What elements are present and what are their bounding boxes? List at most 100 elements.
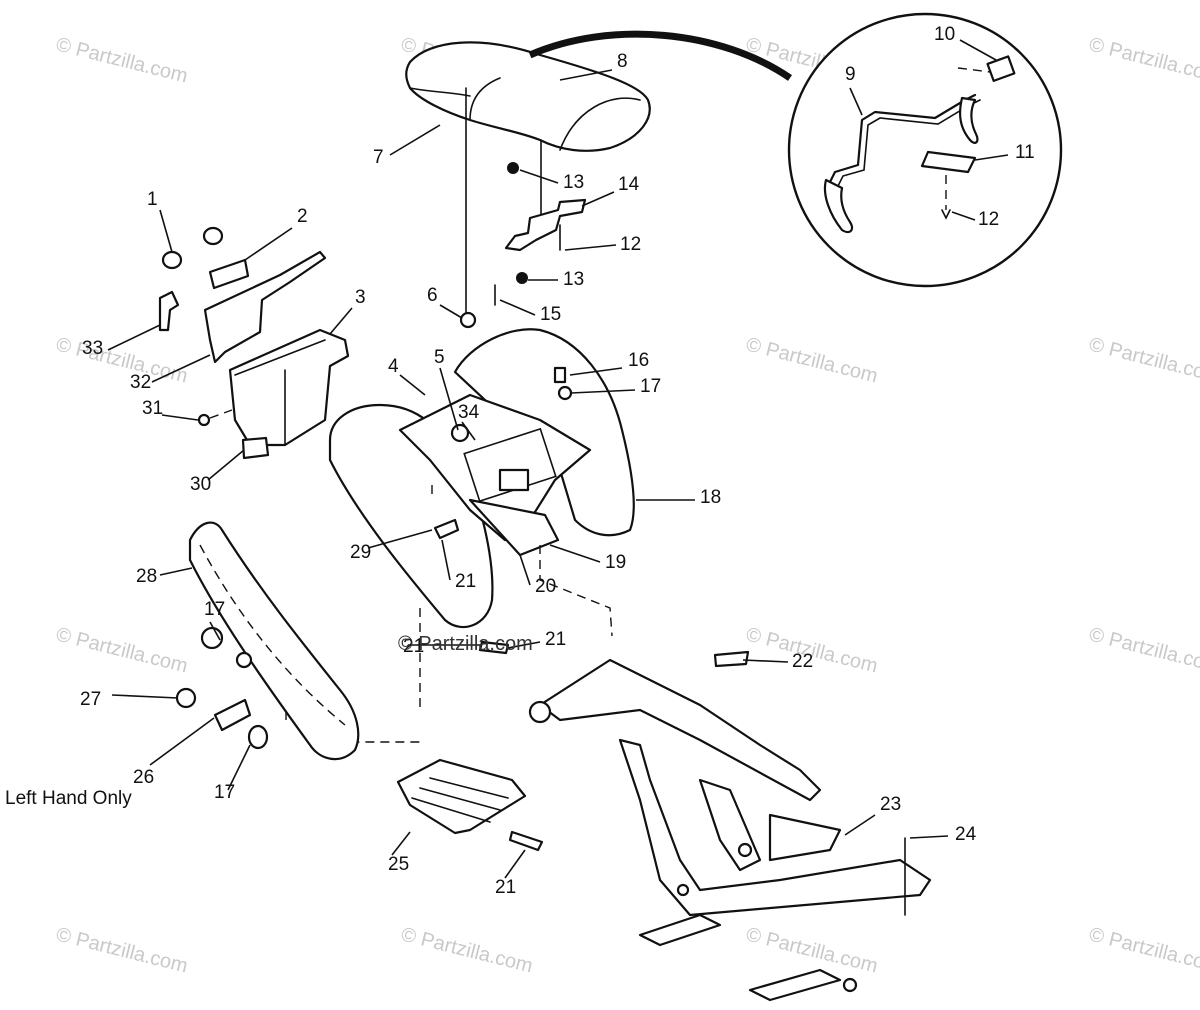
callout-number-12: 12 [620, 234, 641, 255]
callout-leader-line [499, 299, 536, 316]
callout-number-21: 21 [455, 571, 476, 592]
callout-leader-line [159, 209, 173, 253]
seat-bracket-part [494, 162, 587, 306]
callout-number-10: 10 [934, 24, 955, 45]
callout-number-7: 7 [373, 147, 384, 168]
watermark-text: © Partzilla.com [54, 334, 190, 388]
callout-number-21: 21 [495, 877, 516, 898]
callout-number-16: 16 [628, 350, 649, 371]
left-hand-only-note: Left Hand Only [5, 788, 132, 809]
callout-number-9: 9 [845, 64, 856, 85]
callout-leader-line [161, 414, 199, 421]
watermark-text: © Partzilla.com [54, 924, 190, 978]
callout-number-3: 3 [355, 287, 366, 308]
callout-leader-line [742, 659, 789, 663]
callout-number-20: 20 [535, 576, 556, 597]
watermark-text: © Partzilla.com [1087, 34, 1200, 88]
watermark-text: © Partzilla.com [1087, 924, 1200, 978]
fastener-parts [433, 366, 573, 852]
callout-leader-line [959, 39, 997, 61]
callout-number-15: 15 [540, 304, 561, 325]
watermark-text: © Partzilla.com [54, 34, 190, 88]
callout-number-1: 1 [147, 189, 158, 210]
callout-number-22: 22 [792, 651, 813, 672]
callout-leader-line [209, 621, 221, 641]
callout-leader-line [391, 831, 411, 856]
callout-leader-line [461, 421, 476, 441]
callout-leader-line [504, 849, 526, 879]
callout-leader-line [389, 124, 441, 156]
callout-leader-line [581, 191, 615, 207]
callout-number-18: 18 [700, 487, 721, 508]
callout-leader-line [570, 389, 636, 394]
callout-leader-line [564, 244, 617, 251]
callout-number-28: 28 [136, 566, 157, 587]
callout-leader-line [244, 227, 293, 261]
callout-leader-line [951, 211, 976, 221]
callout-leader-line [439, 304, 463, 319]
frame-part [528, 650, 932, 1002]
callout-number-17: 17 [204, 599, 225, 620]
latch-detail-inset [787, 12, 1063, 288]
callout-leader-line [367, 529, 433, 549]
watermark-text: © Partzilla.com [744, 334, 880, 388]
storage-box-part [158, 226, 350, 460]
center-watermark: © Partzilla.com [398, 633, 533, 655]
rear-fender-part [328, 311, 635, 629]
callout-leader-line [519, 554, 531, 586]
callout-number-23: 23 [880, 794, 901, 815]
callout-leader-line [849, 87, 863, 116]
callout-leader-line [549, 544, 601, 563]
callout-number-11: 11 [1015, 142, 1035, 163]
callout-leader-line [399, 374, 426, 396]
callout-leader-line [569, 367, 623, 376]
callout-leader-line [107, 324, 161, 351]
callout-number-27: 27 [80, 689, 101, 710]
callout-number-12: 12 [978, 209, 999, 230]
callout-number-17: 17 [640, 376, 661, 397]
callout-leader-line [441, 539, 451, 581]
callout-number-33: 33 [82, 338, 103, 359]
callout-number-2: 2 [297, 206, 308, 227]
callout-number-6: 6 [427, 285, 438, 306]
callout-number-29: 29 [350, 542, 371, 563]
callout-leader-line [207, 449, 245, 481]
callout-leader-line [844, 814, 876, 836]
callout-leader-line [909, 835, 949, 839]
callout-number-19: 19 [605, 552, 626, 573]
callout-leader-line [151, 354, 211, 383]
watermark-text: © Partzilla.com [399, 924, 535, 978]
callout-number-17: 17 [214, 782, 235, 803]
watermark-text: © Partzilla.com [744, 924, 880, 978]
callout-number-8: 8 [617, 51, 628, 72]
callout-leader-line [974, 154, 1009, 161]
footrest-part [396, 758, 527, 835]
watermark-text: © Partzilla.com [1087, 334, 1200, 388]
callout-number-13: 13 [563, 269, 584, 290]
callout-number-5: 5 [434, 347, 445, 368]
callout-number-13: 13 [563, 172, 584, 193]
callout-number-26: 26 [133, 767, 154, 788]
callout-leader-line [439, 367, 459, 431]
callout-leader-line [149, 717, 215, 766]
callout-leader-line [111, 694, 179, 699]
callout-number-31: 31 [142, 398, 163, 419]
callout-leader-line [227, 744, 251, 791]
watermark-text: © Partzilla.com [1087, 624, 1200, 678]
watermark-text: © Partzilla.com [54, 624, 190, 678]
callout-number-34: 34 [458, 402, 480, 423]
callout-leader-line [519, 169, 559, 184]
callout-number-4: 4 [388, 356, 399, 377]
callout-number-32: 32 [130, 372, 151, 393]
callout-number-30: 30 [190, 474, 211, 495]
callout-number-21: 21 [545, 629, 566, 650]
callout-number-14: 14 [618, 174, 640, 195]
callout-leader-line [507, 641, 541, 649]
callout-number-24: 24 [955, 824, 977, 845]
callout-number-25: 25 [388, 854, 409, 875]
callout-leader-line [329, 307, 353, 335]
seat-part [405, 41, 651, 152]
